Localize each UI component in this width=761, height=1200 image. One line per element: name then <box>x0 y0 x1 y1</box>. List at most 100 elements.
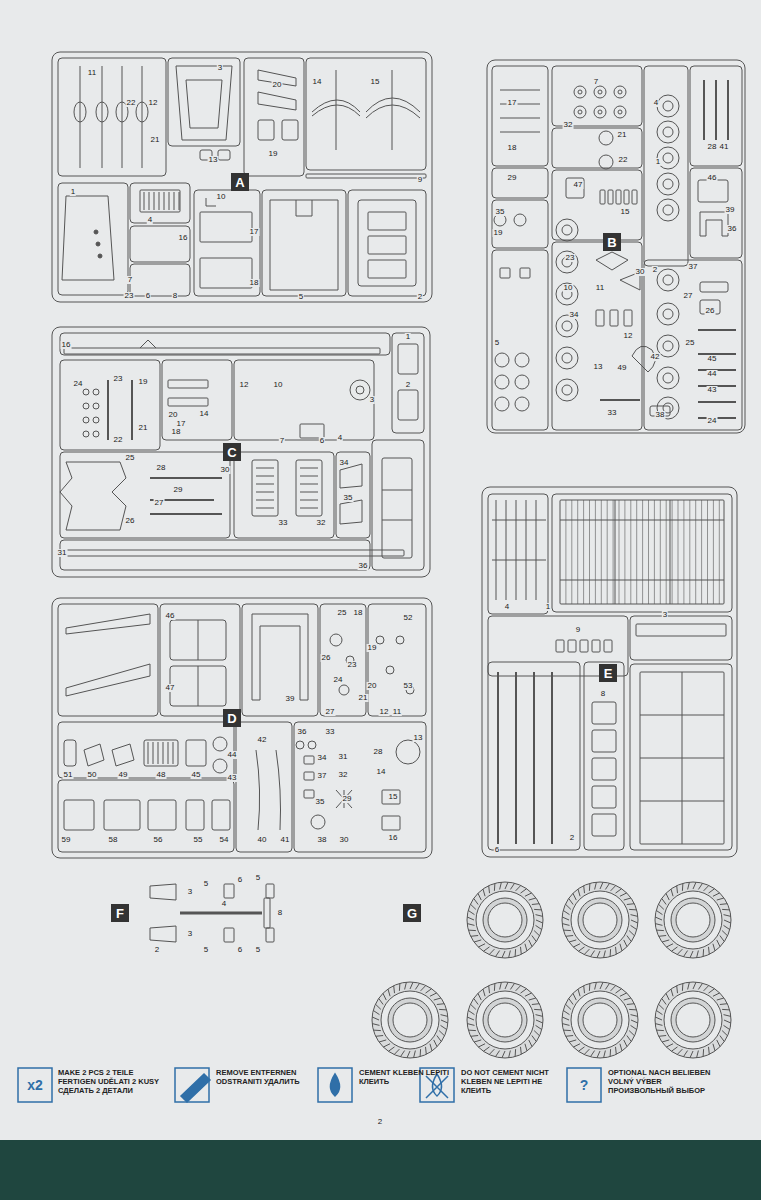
part-line <box>573 944 580 947</box>
part-outline <box>304 790 314 798</box>
part-line <box>474 940 481 942</box>
part-outline <box>690 66 742 166</box>
part-line <box>441 1020 448 1023</box>
part-shape <box>62 196 114 280</box>
callout-number: 35 <box>495 208 506 216</box>
part-circle <box>308 741 316 749</box>
callout-number: 48 <box>156 771 167 779</box>
part-line <box>701 500 702 604</box>
part-circle <box>98 254 102 258</box>
part-line <box>505 982 508 989</box>
part-outline <box>194 190 260 296</box>
part-circle <box>93 431 99 437</box>
part-circle <box>372 982 448 1058</box>
part-line <box>569 940 576 942</box>
icon-text: ? <box>579 1078 590 1092</box>
part-line <box>672 500 673 604</box>
part-line <box>483 1047 489 1051</box>
part-outline <box>336 452 370 538</box>
part-circle <box>376 636 384 644</box>
callout-number: 27 <box>325 708 336 716</box>
part-line <box>583 500 584 604</box>
part-outline <box>236 722 292 852</box>
part-outline <box>636 624 726 636</box>
callout-number: 43 <box>227 774 238 782</box>
part-outline <box>398 344 418 374</box>
part-circle <box>562 225 572 235</box>
part-outline <box>482 487 737 857</box>
part-circle <box>381 991 439 1049</box>
part-outline <box>616 190 621 204</box>
part-line <box>562 917 569 920</box>
part-outline <box>630 616 732 660</box>
part-line <box>629 931 634 936</box>
part-line <box>430 993 437 996</box>
callout-number: 3 <box>187 930 193 938</box>
callout-number: 32 <box>338 771 349 779</box>
part-line <box>640 801 724 802</box>
part-circle <box>663 153 673 163</box>
part-outline <box>130 183 190 223</box>
callout-number: 19 <box>138 378 149 386</box>
part-circle <box>599 131 613 145</box>
part-outline <box>552 242 642 430</box>
part-circle <box>515 353 529 367</box>
part-outline <box>552 128 642 168</box>
part-line <box>624 898 631 900</box>
part-line <box>627 1036 631 1042</box>
part-line <box>590 951 594 957</box>
part-circle <box>562 353 572 363</box>
sprue-letter-tag: B <box>603 233 621 251</box>
part-line <box>565 1004 570 1009</box>
callout-number: 46 <box>707 174 718 182</box>
callout-number: 19 <box>268 150 279 158</box>
part-line <box>627 903 634 905</box>
part-line <box>515 1049 517 1057</box>
part-outline <box>200 258 252 288</box>
part-line <box>483 989 485 996</box>
part-outline <box>60 360 160 450</box>
part-outline <box>200 212 252 242</box>
part-line <box>407 1051 410 1058</box>
part-line <box>629 1009 637 1011</box>
callout-number: 20 <box>168 411 179 419</box>
part-line <box>604 951 606 958</box>
part-line <box>532 1036 536 1042</box>
part-line <box>164 192 165 210</box>
part-line <box>159 192 160 210</box>
part-line <box>468 930 476 932</box>
part-line <box>656 910 662 914</box>
callout-number: 55 <box>193 836 204 844</box>
callout-number: 6 <box>145 292 151 300</box>
part-line <box>516 500 517 600</box>
part-line <box>708 947 710 954</box>
part-line <box>620 893 627 896</box>
part-shape <box>336 790 352 808</box>
part-line <box>551 672 553 844</box>
part-line <box>392 70 393 150</box>
part-line <box>467 917 474 920</box>
part-line <box>415 983 419 989</box>
part-line <box>565 904 570 909</box>
callout-number: 7 <box>279 437 285 445</box>
part-shape <box>276 750 281 830</box>
part-line <box>525 1044 527 1051</box>
part-outline <box>266 928 274 942</box>
callout-number: 26 <box>321 654 332 662</box>
part-line <box>655 924 662 926</box>
part-line <box>631 920 638 923</box>
part-line <box>695 500 696 604</box>
part-outline <box>368 260 406 278</box>
callout-number: 31 <box>57 549 68 557</box>
part-line <box>688 982 690 989</box>
callout-number: 31 <box>338 753 349 761</box>
part-line <box>703 80 705 140</box>
callout-number: 14 <box>376 768 387 776</box>
part-line <box>724 915 731 917</box>
callout-number: 13 <box>413 734 424 742</box>
part-line <box>489 1049 494 1054</box>
callout-number: 11 <box>595 284 605 292</box>
part-line <box>467 1017 474 1020</box>
part-line <box>720 936 724 942</box>
part-outline <box>130 226 190 262</box>
